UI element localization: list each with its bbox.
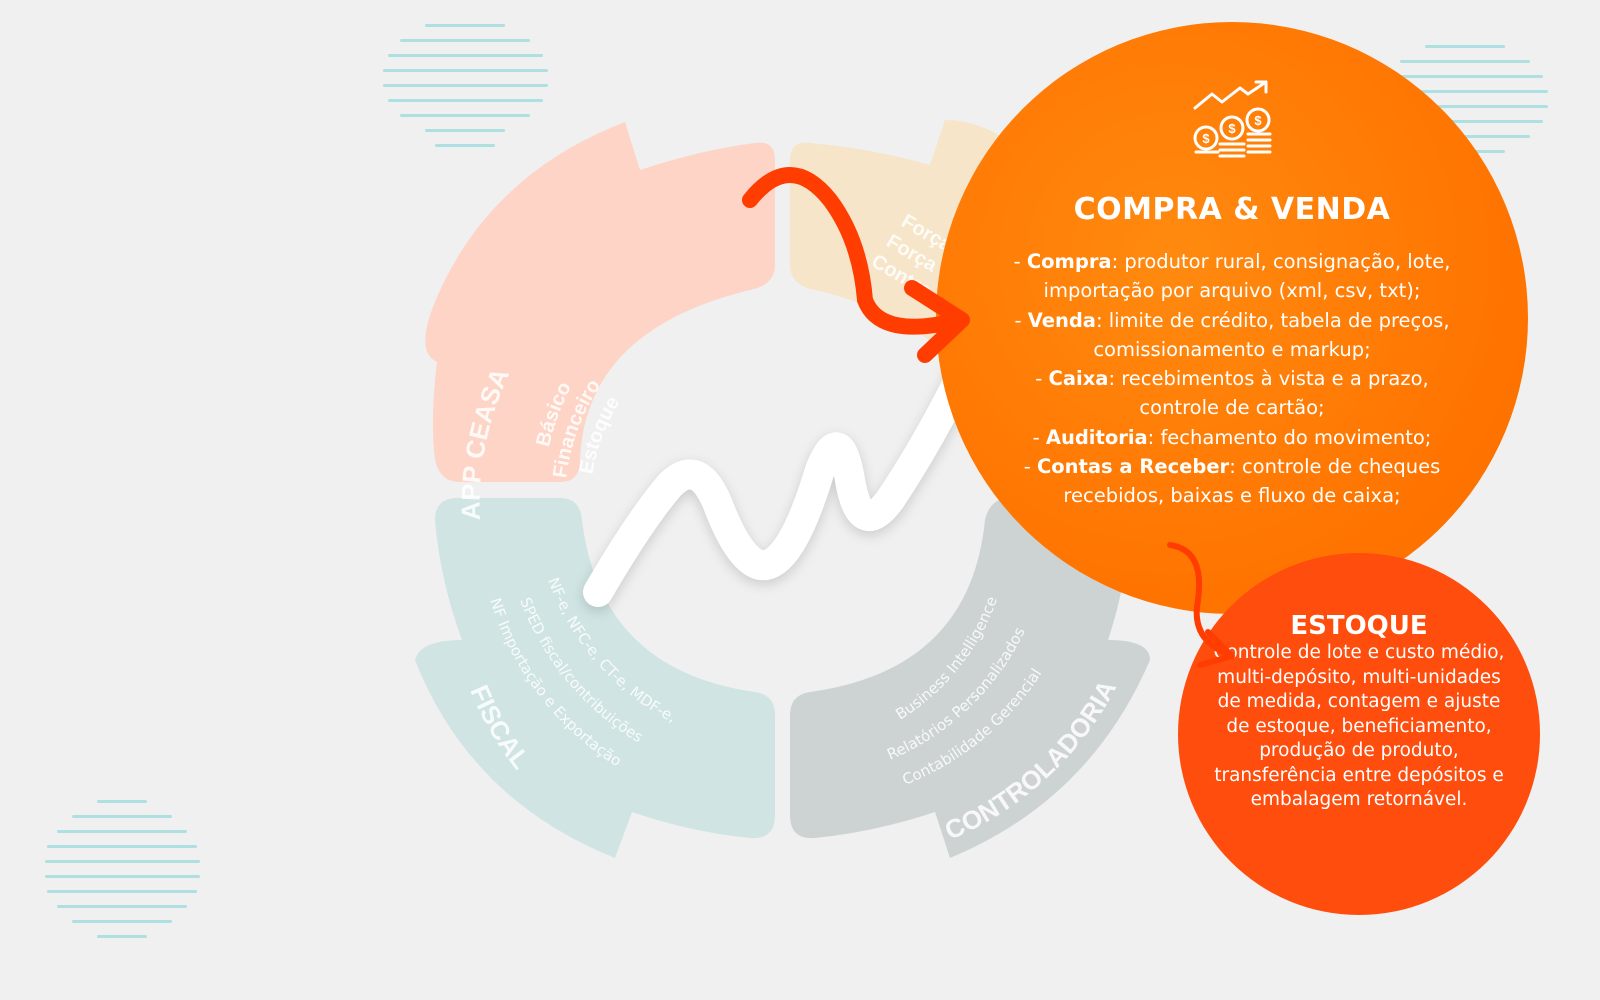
svg-text:$: $ <box>1254 113 1262 128</box>
card-line: - Caixa: recebimentos à vista e a prazo,… <box>1035 367 1429 420</box>
segment-controladoria[interactable] <box>790 498 1150 858</box>
money-growth-icon: $ $ $ <box>1193 80 1272 158</box>
segment-fiscal[interactable] <box>415 498 775 858</box>
card-line: - Venda: limite de crédito, tabela de pr… <box>1014 308 1450 361</box>
card-title: COMPRA & VENDA <box>1073 192 1391 227</box>
card-body: - Compra: produtor rural, consignação, l… <box>1006 247 1458 511</box>
decorative-stripes <box>380 24 550 159</box>
estoque-title: ESTOQUE <box>1290 611 1428 641</box>
card-line: - Contas a Receber: controle de cheques … <box>1023 455 1441 508</box>
card-line: - Compra: produtor rural, consignação, l… <box>1013 250 1451 303</box>
estoque-card: ESTOQUE Controle de lote e custo médio, … <box>1178 553 1540 915</box>
decorative-stripes <box>42 800 202 950</box>
squiggle-logo <box>583 353 980 607</box>
segment-app-ceasa[interactable] <box>425 122 775 482</box>
svg-text:$: $ <box>1228 121 1236 136</box>
card-line: - Auditoria: fechamento do movimento; <box>1032 425 1432 449</box>
svg-text:$: $ <box>1202 131 1210 146</box>
compra-venda-card: COMPRA & VENDA - Compra: produtor rural,… <box>936 22 1528 614</box>
estoque-body: Controle de lote e custo médio, multi-de… <box>1213 642 1505 810</box>
